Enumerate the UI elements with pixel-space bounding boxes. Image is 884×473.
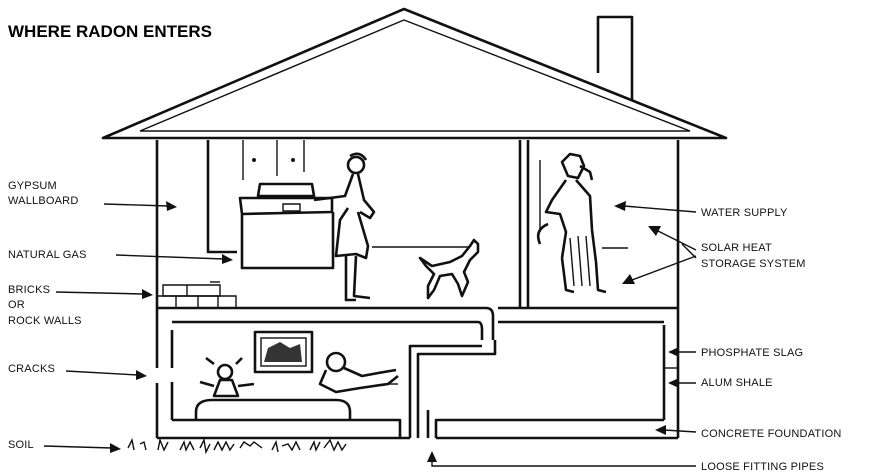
arrowhead-phosphate-slag	[668, 347, 679, 357]
label-cracks: CRACKS	[8, 363, 55, 375]
label-alum-shale: ALUM SHALE	[701, 377, 773, 389]
arrow-solar-lower	[632, 256, 696, 280]
label-water-supply: WATER SUPPLY	[701, 207, 788, 219]
label-bricks-3: ROCK WALLS	[8, 315, 82, 327]
label-bricks-2: OR	[8, 299, 25, 311]
label-concrete-foundation: CONCRETE FOUNDATION	[701, 428, 841, 440]
label-loose-pipes: LOOSE FITTING PIPES	[701, 461, 824, 473]
child-figure	[200, 358, 254, 396]
arrow-cracks	[66, 371, 138, 375]
arrow-bricks	[56, 292, 144, 294]
arrowhead-cracks	[136, 370, 147, 380]
framed-picture	[255, 332, 312, 372]
sofa	[196, 400, 350, 420]
diagram-title: WHERE RADON ENTERS	[8, 22, 212, 41]
arrowhead-alum-shale	[668, 378, 679, 388]
label-gypsum-1: GYPSUM	[8, 180, 57, 192]
woman-figure	[314, 154, 374, 300]
brick-wall	[157, 282, 236, 308]
arrowhead-loose-pipes	[427, 451, 437, 462]
arrow-soil	[44, 446, 112, 448]
arrowhead-gypsum	[166, 201, 177, 211]
dog-figure	[420, 240, 478, 298]
label-solar-2: STORAGE SYSTEM	[701, 258, 806, 270]
label-gypsum-2: WALLBOARD	[8, 195, 78, 207]
label-natural-gas: NATURAL GAS	[8, 249, 87, 261]
arrowhead-water-supply	[614, 201, 626, 211]
soil-texture	[128, 440, 346, 452]
arrow-loose-pipes	[432, 460, 696, 466]
arrow-concrete	[664, 430, 696, 432]
arrowhead-concrete	[655, 425, 666, 435]
arrowhead-soil	[110, 443, 121, 453]
arrowhead-bricks	[142, 289, 153, 299]
arrow-natural-gas	[116, 255, 224, 259]
label-bricks-1: BRICKS	[8, 284, 50, 296]
label-phosphate-slag: PHOSPHATE SLAG	[701, 347, 803, 359]
gas-stove	[208, 184, 333, 268]
label-solar-1: SOLAR HEAT	[701, 242, 772, 254]
arrowhead-natural-gas	[222, 254, 233, 264]
arrow-gypsum	[104, 204, 168, 206]
arrow-water-supply	[624, 206, 696, 212]
label-soil: SOIL	[8, 439, 34, 451]
man-figure	[538, 154, 628, 292]
house-walls	[157, 140, 678, 438]
reclining-person	[320, 353, 398, 392]
